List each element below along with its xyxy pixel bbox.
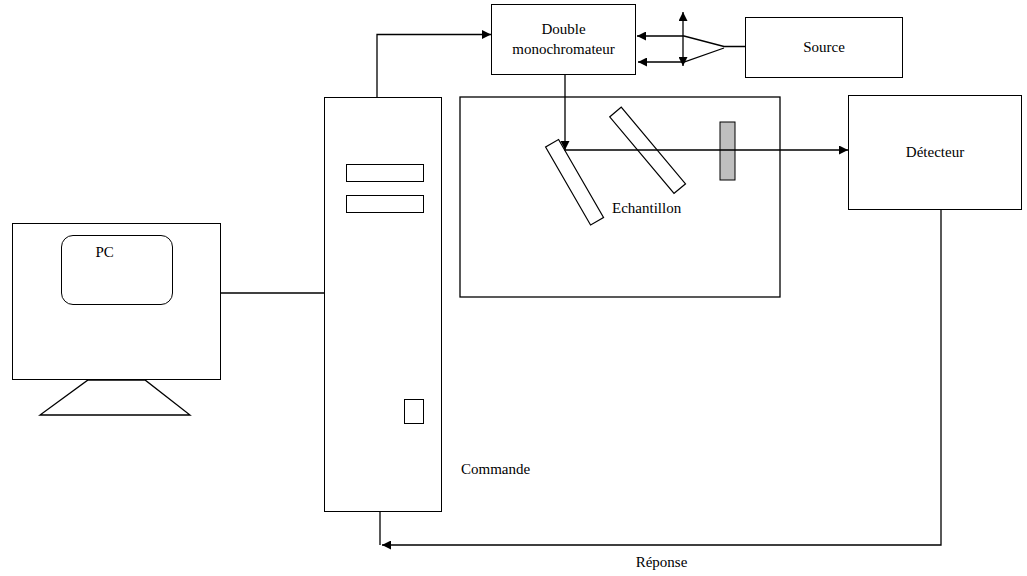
- computer-monitor: PC: [12, 223, 221, 380]
- drive-slot: [346, 195, 424, 213]
- monochromator-box: Double monochromateur: [491, 4, 636, 75]
- monitor-screen: PC: [61, 235, 173, 305]
- node-label: Source: [803, 38, 845, 58]
- beam-arrowhead: [561, 141, 570, 150]
- control-unit: Commande: [324, 97, 442, 512]
- node-label: Détecteur: [906, 143, 964, 163]
- cable: [379, 512, 380, 545]
- connector: [565, 75, 848, 150]
- part-label: Echantillon: [612, 200, 681, 217]
- light-beam: [638, 48, 724, 62]
- detector-box: Détecteur: [848, 95, 1022, 210]
- node-label: PC: [96, 243, 114, 263]
- mirror: [546, 140, 604, 225]
- unit-label: Commande: [461, 460, 530, 480]
- drive-slot: [404, 399, 424, 424]
- node-label: Double monochromateur: [508, 20, 620, 59]
- sample: [720, 122, 735, 180]
- lens-symbol: [682, 12, 683, 66]
- drive-slot: [346, 164, 424, 182]
- sample-compartment: [460, 97, 780, 297]
- connector: [377, 35, 491, 98]
- connector: [221, 292, 324, 293]
- connector: [382, 210, 941, 545]
- monitor-stand: [40, 380, 190, 415]
- connector: [637, 36, 745, 47]
- signal-label: Réponse: [636, 554, 688, 571]
- source-box: Source: [745, 17, 903, 78]
